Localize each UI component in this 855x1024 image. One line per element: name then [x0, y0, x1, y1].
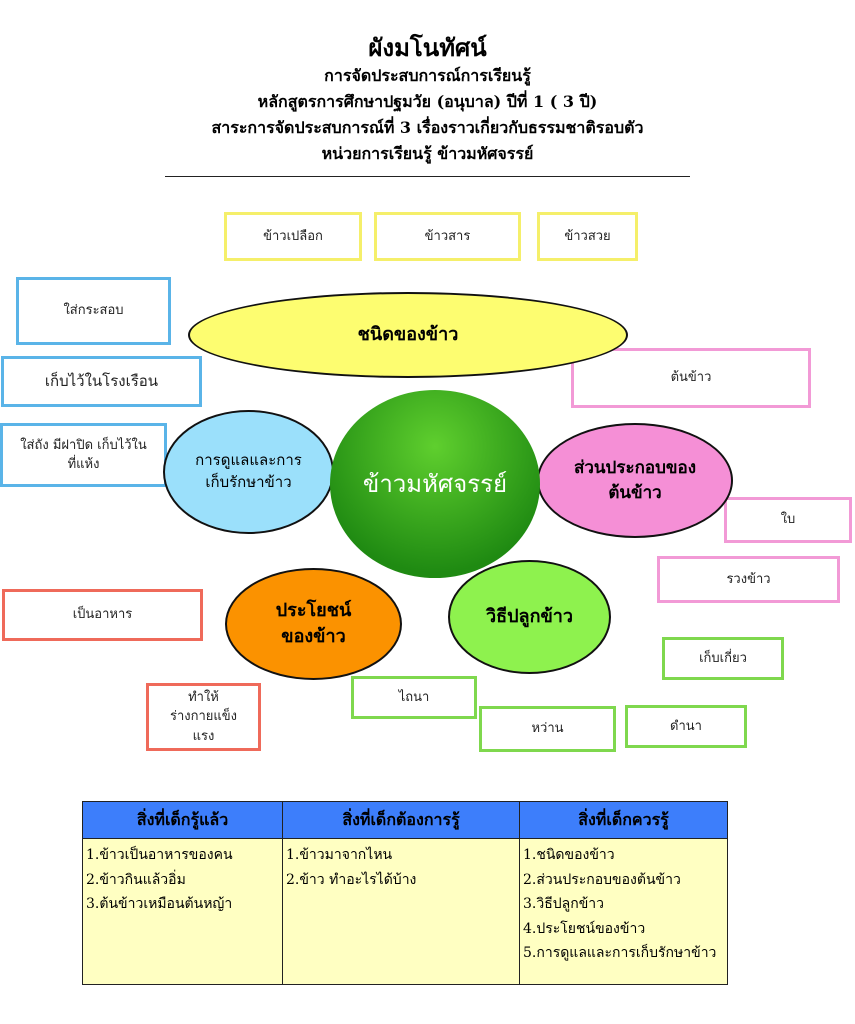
center-topic: ข้าวมหัศจรรย์: [330, 390, 540, 578]
detail-box: ดำนา: [625, 705, 747, 748]
detail-box: เก็บเกี่ยว: [662, 637, 784, 680]
topic-parts: ส่วนประกอบของต้นข้าว: [537, 423, 733, 538]
list-item: 1.ชนิดของข้าว: [523, 847, 615, 863]
list-item: 2.ส่วนประกอบของต้นข้าว: [523, 871, 681, 888]
detail-box: หว่าน: [479, 706, 616, 752]
detail-box: ใบ: [724, 497, 852, 543]
divider: [165, 176, 690, 177]
topic-planting: วิธีปลูกข้าว: [448, 560, 611, 674]
list-item: 2.ข้าวกินแล้วอิ่ม: [86, 871, 186, 888]
table-header: สิ่งที่เด็กรู้แล้ว: [82, 801, 283, 839]
list-item: 1.ข้าวมาจากไหน: [286, 847, 393, 863]
topic-benefits: ประโยชน์ของข้าว: [225, 568, 402, 680]
list-item: 3.วิธีปลูกข้าว: [523, 896, 604, 912]
table-cell: 1.ข้าวมาจากไหน 2.ข้าว ทำอะไรได้บ้าง: [282, 838, 520, 985]
detail-box: ใส่กระสอบ: [16, 277, 171, 345]
subtitle-2: หลักสูตรการศึกษาปฐมวัย (อนุบาล) ปีที่ 1 …: [257, 92, 598, 111]
kwl-table: สิ่งที่เด็กรู้แล้วสิ่งที่เด็กต้องการรู้ส…: [82, 801, 728, 985]
topic-care: การดูแลและการเก็บรักษาข้าว: [163, 410, 334, 534]
detail-box: ข้าวเปลือก: [224, 212, 362, 261]
subtitle-3: สาระการจัดประสบการณ์ที่ 3 เรื่องราวเกี่ย…: [211, 118, 644, 137]
list-item: 5.การดูแลและการเก็บรักษาข้าว: [523, 945, 717, 961]
list-item: 2.ข้าว ทำอะไรได้บ้าง: [286, 871, 417, 888]
table-cell: 1.ชนิดของข้าว 2.ส่วนประกอบของต้นข้าว 3.วิธ…: [519, 838, 728, 985]
detail-box: เป็นอาหาร: [2, 589, 203, 641]
detail-box: เก็บไว้ในโรงเรือน: [1, 356, 202, 407]
detail-box: ข้าวสวย: [537, 212, 638, 261]
detail-box: รวงข้าว: [657, 556, 840, 603]
table-cell: 1.ข้าวเป็นอาหารของคน 2.ข้าวกินแล้วอิ่ม 3.ต…: [82, 838, 283, 985]
subtitle-4: หน่วยการเรียนรู้ ข้าวมหัศจรรย์: [321, 144, 534, 163]
list-item: 3.ต้นข้าวเหมือนต้นหญ้า: [86, 896, 233, 912]
page-title: ผังมโนทัศน์: [368, 33, 487, 62]
table-header: สิ่งที่เด็กควรรู้: [519, 801, 728, 839]
list-item: 1.ข้าวเป็นอาหารของคน: [86, 847, 233, 863]
detail-box: ต้นข้าว: [571, 348, 811, 408]
detail-box: ข้าวสาร: [374, 212, 521, 261]
detail-box: ใส่ถัง มีฝาปิด เก็บไว้ในที่แห้ง: [0, 423, 167, 487]
list-item: 4.ประโยชน์ของข้าว: [523, 920, 646, 937]
subtitle-1: การจัดประสบการณ์การเรียนรู้: [324, 66, 531, 85]
topic-types: ชนิดของข้าว: [188, 292, 628, 378]
detail-box: ไถนา: [351, 676, 477, 719]
table-header: สิ่งที่เด็กต้องการรู้: [282, 801, 520, 839]
detail-box: ทำให้ร่างกายแข็งแรง: [146, 683, 261, 751]
